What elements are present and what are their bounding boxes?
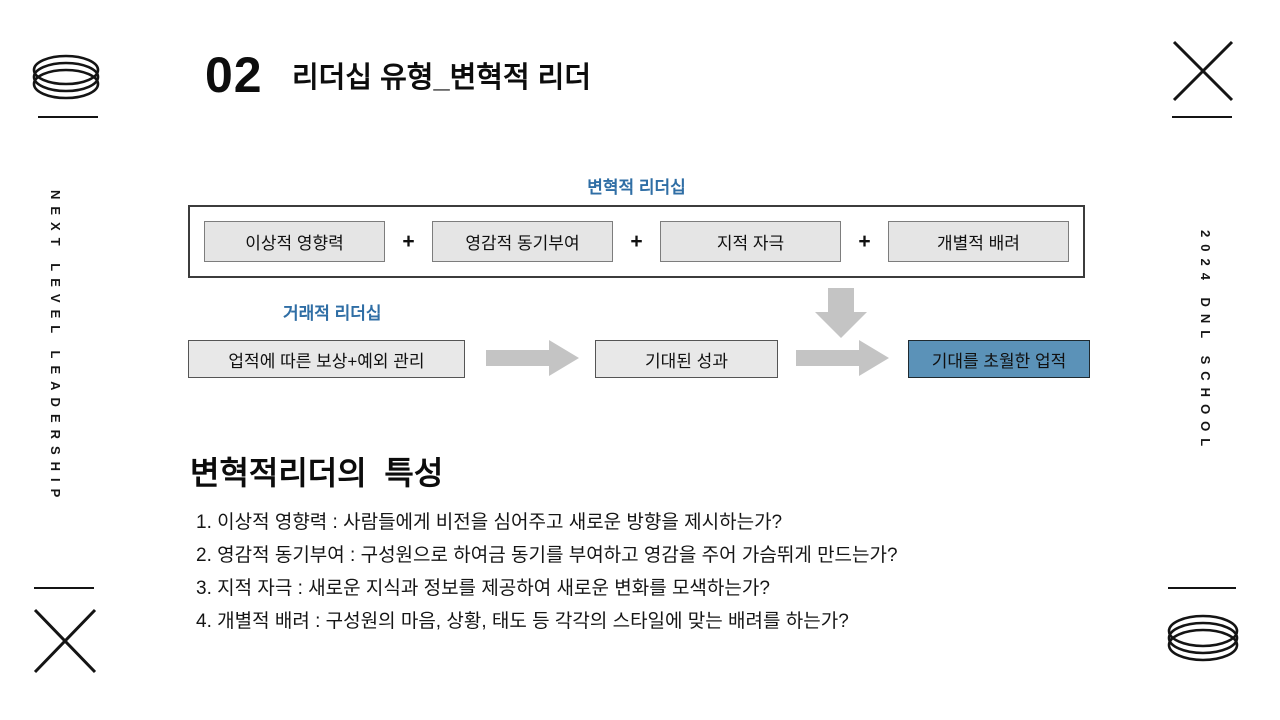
divider-line [38,116,98,118]
plus-sign: + [858,229,871,253]
right-rail-text: 2024 DNL SCHOOL [1198,230,1213,454]
list-item: 4. 개별적 배려 : 구성원의 마음, 상황, 태도 등 각각의 스타일에 맞… [196,611,849,632]
right-arrow [486,340,579,376]
right-arrow [796,340,889,376]
x-icon [33,608,97,674]
feature-list: 1. 이상적 영향력 : 사람들에게 비전을 심어주고 새로운 방향을 제시하는… [196,506,898,638]
x-icon [1172,40,1234,102]
component-box-idealized-influence: 이상적 영향력 [204,221,385,262]
divider-line [34,587,94,589]
transformational-components-container: 이상적 영향력 + 영감적 동기부여 + 지적 자극 + 개별적 배려 [188,205,1085,278]
left-rail-text: NEXT LEVEL LEADERSHIP [48,190,63,505]
flow-box-beyond-expectation: 기대를 초월한 업적 [908,340,1090,378]
list-item: 1. 이상적 영향력 : 사람들에게 비전을 심어주고 새로운 방향을 제시하는… [196,512,783,533]
plus-sign: + [402,229,415,253]
list-item: 2. 영감적 동기부여 : 구성원으로 하여금 동기를 부여하고 영감을 주어 … [196,545,898,566]
section-heading: 변혁적리더의 특성 [190,455,444,491]
divider-line [1168,587,1236,589]
ellipse-stack-icon [32,54,100,100]
ellipse-stack-icon [1167,614,1239,662]
page-title: 리더십 유형_변혁적 리더 [292,62,592,94]
component-box-individualized-consideration: 개별적 배려 [887,221,1069,262]
list-item: 3. 지적 자극 : 새로운 지식과 정보를 제공하여 새로운 변화를 모색하는… [196,578,770,599]
flow-box-reward-management: 업적에 따른 보상+예외 관리 [188,340,465,378]
divider-line [1172,116,1232,118]
component-box-intellectual-stimulation: 지적 자극 [659,221,841,262]
slide-number: 02 [205,47,263,103]
component-box-inspirational-motivation: 영감적 동기부여 [431,221,613,262]
flow-box-expected-performance: 기대된 성과 [595,340,778,378]
transformational-leadership-label: 변혁적 리더십 [587,178,686,197]
down-arrow [815,288,867,338]
plus-sign: + [630,229,643,253]
transactional-leadership-label: 거래적 리더십 [283,304,382,323]
